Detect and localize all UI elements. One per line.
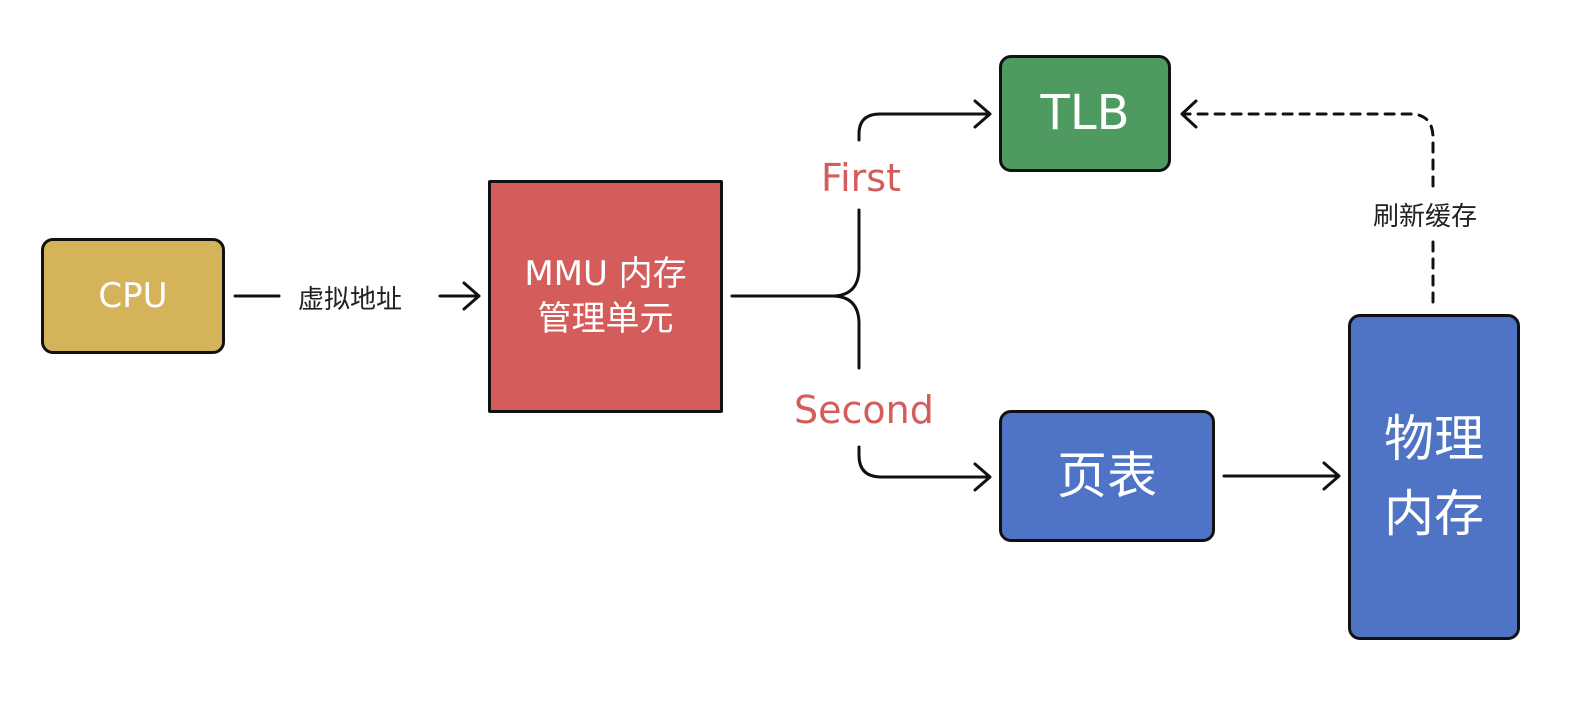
physical-memory-label-line1: 物理 xyxy=(1384,410,1484,468)
cpu-label: CPU xyxy=(98,275,168,316)
page-table-node: 页表 xyxy=(999,410,1215,542)
refresh-cache-arrowhead xyxy=(1180,99,1198,129)
branch-brace-lower xyxy=(830,294,861,370)
cpu-to-mmu-arrowhead xyxy=(462,281,481,311)
physical-memory-node: 物理 内存 xyxy=(1348,314,1520,640)
page-table-label: 页表 xyxy=(1057,446,1157,505)
second-branch-label: Second xyxy=(794,388,934,432)
cpu-node: CPU xyxy=(41,238,225,354)
first-branch-line xyxy=(857,112,991,142)
first-branch-label: First xyxy=(821,156,901,200)
refresh-cache-line-upper xyxy=(1181,112,1435,188)
second-branch-arrowhead xyxy=(973,462,992,492)
virtual-address-edge-label: 虚拟地址 xyxy=(298,285,403,315)
branch-brace-upper xyxy=(830,208,861,298)
refresh-cache-edge-label: 刷新缓存 xyxy=(1373,202,1478,232)
tlb-label: TLB xyxy=(1040,85,1130,142)
physical-memory-label-line2: 内存 xyxy=(1384,485,1484,543)
mmu-label-line2: 管理单元 xyxy=(537,298,674,339)
second-branch-line xyxy=(857,445,991,479)
mmu-label-line1: MMU 内存 xyxy=(524,254,687,295)
tlb-node: TLB xyxy=(999,55,1171,172)
mmu-label-group: MMU 内存 管理单元 xyxy=(524,252,686,340)
first-branch-arrowhead xyxy=(973,99,992,129)
pagetable-to-physmem-arrowhead xyxy=(1322,461,1341,491)
mmu-node: MMU 内存 管理单元 xyxy=(488,180,723,413)
